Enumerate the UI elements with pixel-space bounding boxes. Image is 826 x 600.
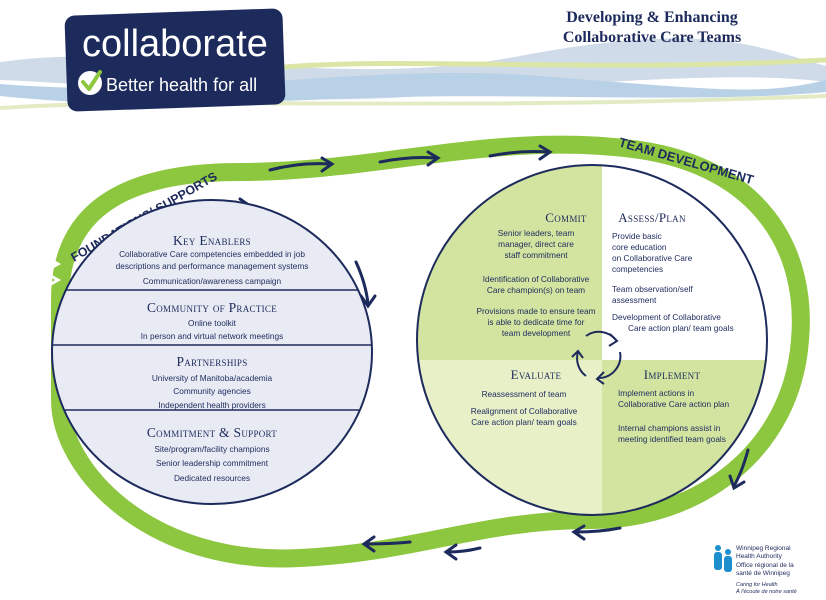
arrow-icon [571, 524, 622, 541]
tag-line2: À l'écoute de notre santé [735, 588, 797, 595]
implement-line: Internal champions assist in [618, 423, 721, 433]
arrow-icon [354, 260, 377, 309]
section-item: Independent health providers [158, 400, 265, 410]
arrow-icon [268, 156, 335, 173]
implement-line: Implement actions in [618, 388, 694, 398]
section-item: Communication/awareness campaign [143, 276, 282, 286]
check-icon [78, 70, 102, 95]
commit-line: team development [502, 328, 571, 338]
section-item: Senior leadership commitment [156, 458, 269, 468]
section-title: Key Enablers [173, 233, 251, 248]
assess-line: core education [612, 242, 667, 252]
assess-line: Care action plan/ team goals [628, 323, 734, 333]
arrow-icon [488, 144, 553, 161]
assess-line: Provide basic [612, 231, 662, 241]
section-item: Community agencies [173, 386, 250, 396]
commit-title: Commit [545, 210, 587, 225]
page-title-line1: Developing & Enhancing [566, 9, 738, 26]
evaluate-line: Care action plan/ team goals [471, 417, 577, 427]
arrow-icon [728, 448, 750, 491]
evaluate-title: Evaluate [511, 367, 562, 382]
wrha-logo: Winnipeg Regional Health Authority Offic… [714, 545, 797, 595]
implement-title: Implement [644, 367, 701, 382]
tag-line1: Caring for Health [736, 582, 778, 588]
commit-line: Senior leaders, team [498, 228, 575, 238]
section-title: Community of Practice [147, 300, 277, 315]
logo-tagline: Better health for all [106, 75, 257, 95]
cycle-arrows-icon [571, 330, 622, 385]
org-line1: Winnipeg Regional [736, 545, 791, 552]
commit-line: staff commitment [504, 250, 568, 260]
commit-line: Provisions made to ensure team [477, 306, 596, 316]
section-item: In person and virtual network meetings [141, 331, 284, 341]
org-line3: Office régional de la [736, 562, 794, 569]
people-icon [714, 545, 732, 572]
implement-line: meeting identified team goals [618, 434, 726, 444]
arrow-icon [443, 543, 482, 561]
commit-line: is able to dedicate time for [488, 317, 585, 327]
evaluate-line: Reassessment of team [482, 389, 567, 399]
section-item: Site/program/facility champions [154, 444, 269, 454]
commit-line: Identification of Collaborative [483, 274, 590, 284]
chevron-icons [43, 254, 62, 290]
section-item: University of Manitoba/academia [152, 373, 273, 383]
section-title: Partnerships [176, 354, 247, 369]
green-loop [51, 135, 810, 568]
section-item: Dedicated resources [174, 473, 250, 483]
page-title-line2: Collaborative Care Teams [563, 29, 741, 46]
org-line4: santé de Winnipeg [736, 570, 790, 577]
commit-line: Care champion(s) on team [487, 285, 585, 295]
section-item: Collaborative Care competencies embedded… [119, 249, 305, 259]
collaborate-logo: collaborate Better health for all [64, 8, 286, 112]
arrow-icon [361, 535, 412, 553]
assess-line: competencies [612, 264, 663, 274]
section-item: Online toolkit [188, 318, 237, 328]
assess-line: assessment [612, 295, 657, 305]
commit-line: manager, direct care [498, 239, 574, 249]
org-line2: Health Authority [736, 553, 783, 560]
section-title: Commitment & Support [147, 425, 277, 440]
evaluate-line: Realignment of Collaborative [471, 406, 578, 416]
assess-line: on Collaborative Care [612, 253, 693, 263]
assess-line: Team observation/self [612, 284, 693, 294]
assess-line: Development of Collaborative [612, 312, 721, 322]
logo-word: collaborate [82, 23, 268, 65]
arrow-icon [378, 150, 441, 167]
implement-line: Collaborative Care action plan [618, 399, 730, 409]
assess-title: Assess/Plan [618, 210, 686, 225]
section-item: descriptions and performance management … [116, 261, 309, 271]
